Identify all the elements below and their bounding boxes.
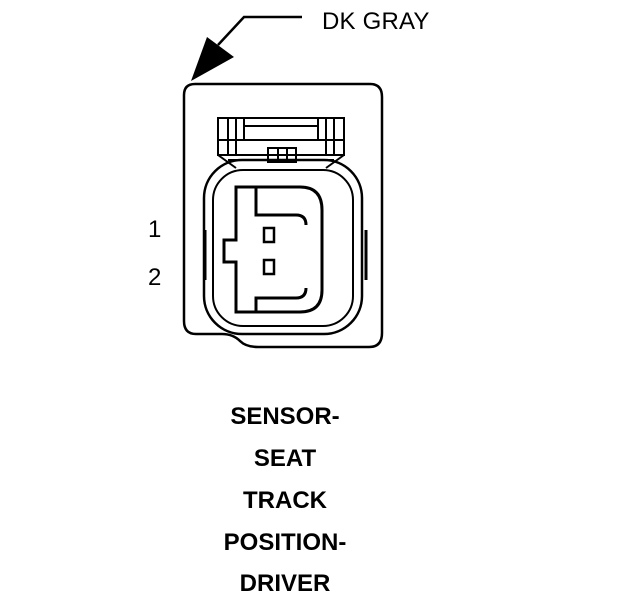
terminal-blade-bottom <box>254 287 308 312</box>
component-name-line: DRIVER <box>239 570 331 597</box>
terminal-cavity <box>222 185 324 314</box>
component-name-line: SEAT <box>253 445 317 472</box>
connector-color-label: DK GRAY <box>322 8 430 35</box>
pin-1-label: 1 <box>148 216 162 243</box>
pin-2-cavity <box>262 258 276 276</box>
color-callout-leader <box>217 15 302 46</box>
connector-housing-inner <box>212 169 354 327</box>
component-name-line: SENSOR- <box>230 403 340 430</box>
component-name-line: POSITION- <box>223 529 347 556</box>
connector-body-outline <box>182 82 384 349</box>
callout-arrowhead <box>191 37 234 81</box>
pin-2-label: 2 <box>148 264 162 291</box>
pin-1-cavity <box>262 226 276 244</box>
terminal-blade-top <box>254 187 308 226</box>
component-name-line: TRACK <box>243 487 327 514</box>
